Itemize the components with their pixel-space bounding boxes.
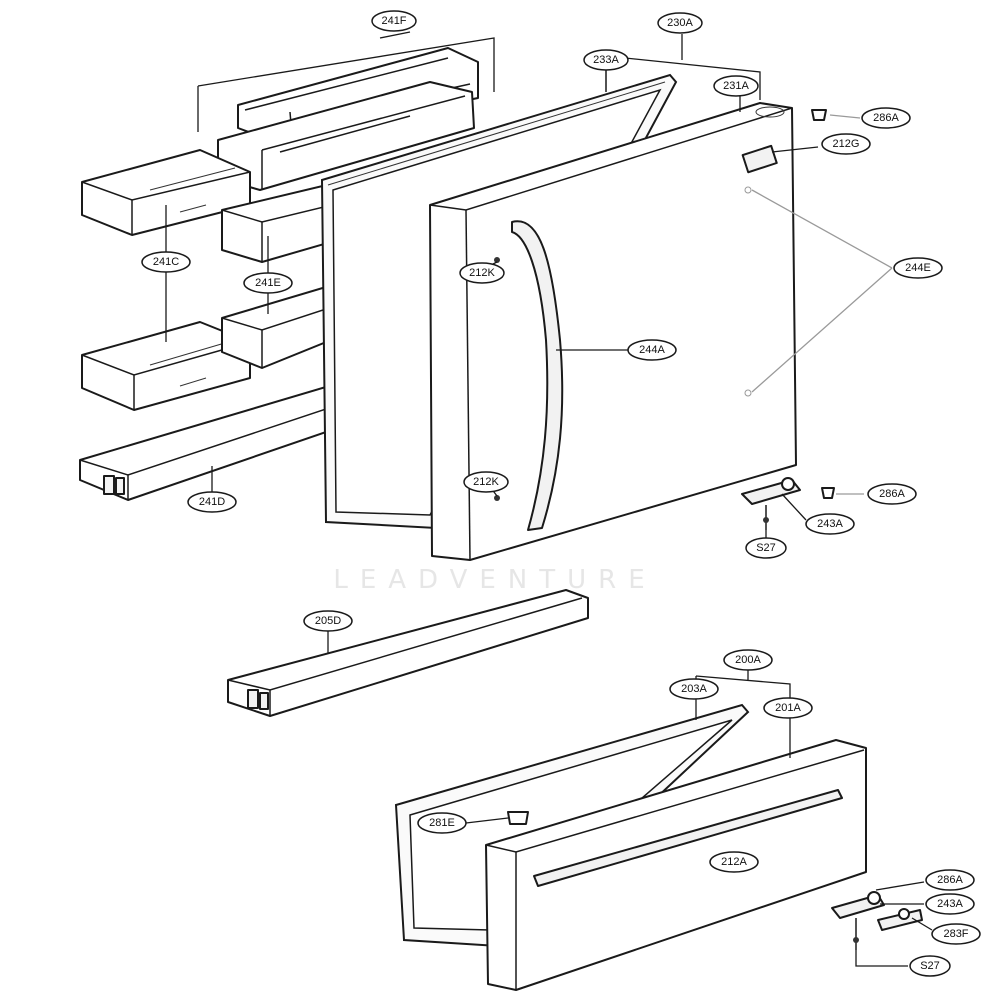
callout-241C: 241C	[141, 251, 191, 273]
svg-text:203A: 203A	[681, 683, 707, 695]
svg-text:243A: 243A	[817, 518, 843, 530]
svg-text:286A: 286A	[879, 488, 905, 500]
callout-201A: 201A	[763, 697, 813, 719]
cap-286A-mid	[821, 487, 835, 499]
svg-text:241D: 241D	[199, 496, 225, 508]
door-bin-205D	[227, 589, 589, 717]
svg-text:212A: 212A	[721, 856, 747, 868]
svg-text:205D: 205D	[315, 615, 341, 627]
svg-text:201A: 201A	[775, 702, 801, 714]
screw-212K-lower	[494, 495, 500, 501]
callout-281E: 281E	[417, 812, 467, 834]
screw-212K-upper	[494, 257, 500, 263]
freezer-handle-212A	[533, 789, 843, 887]
callout-233A: 233A	[583, 49, 629, 71]
svg-text:244E: 244E	[905, 262, 931, 274]
callout-203A: 203A	[669, 678, 719, 700]
svg-text:286A: 286A	[937, 874, 963, 886]
svg-text:241C: 241C	[153, 256, 179, 268]
callout-212A: 212A	[709, 851, 759, 873]
callout-212G: 212G	[821, 133, 871, 155]
callout-286A-top: 286A	[861, 107, 911, 129]
svg-text:212G: 212G	[833, 138, 860, 150]
svg-text:S27: S27	[920, 960, 940, 972]
callout-241F: 241F	[371, 10, 417, 32]
svg-text:281E: 281E	[429, 817, 455, 829]
callout-244A: 244A	[627, 339, 677, 361]
callout-212K-top: 212K	[459, 262, 505, 284]
callout-283F: 283F	[931, 923, 981, 945]
callout-286A-bottom: 286A	[925, 869, 975, 891]
callout-244E: 244E	[893, 257, 943, 279]
svg-text:243A: 243A	[937, 898, 963, 910]
hinge-243A-bottom	[831, 891, 885, 919]
svg-text:231A: 231A	[723, 80, 749, 92]
fridge-door-231A	[429, 102, 797, 561]
bin-241C-upper	[81, 149, 251, 236]
cover-244E-upper	[744, 186, 752, 194]
svg-text:241E: 241E	[255, 277, 281, 289]
callout-243A-top: 243A	[805, 513, 855, 535]
callout-S27-bottom: S27	[909, 955, 951, 977]
callout-243A-bottom: 243A	[925, 893, 975, 915]
door-handle-244A	[511, 220, 564, 531]
screw-S27-bottom	[853, 918, 859, 950]
svg-text:244A: 244A	[639, 344, 665, 356]
svg-text:283F: 283F	[943, 928, 968, 940]
svg-text:233A: 233A	[593, 54, 619, 66]
freezer-door-201A	[485, 739, 867, 991]
svg-text:200A: 200A	[735, 654, 761, 666]
callout-241D: 241D	[187, 491, 237, 513]
callout-S27-top: S27	[745, 537, 787, 559]
cover-244E-lower	[744, 389, 752, 397]
callout-241E: 241E	[243, 272, 293, 294]
screw-S27-top	[763, 505, 769, 530]
svg-text:286A: 286A	[873, 112, 899, 124]
svg-text:212K: 212K	[469, 267, 495, 279]
callout-205D: 205D	[303, 610, 353, 632]
cam-283F	[877, 908, 923, 931]
svg-text:212K: 212K	[473, 476, 499, 488]
bin-241C-lower	[81, 321, 251, 411]
watermark-text: LEADVENTURE	[333, 565, 656, 595]
callout-231A: 231A	[713, 75, 759, 97]
callout-200A: 200A	[723, 649, 773, 671]
callout-286A-mid: 286A	[867, 483, 917, 505]
cap-281E	[507, 811, 529, 825]
svg-text:241F: 241F	[381, 15, 406, 27]
svg-text:230A: 230A	[667, 17, 693, 29]
callout-212K-bottom: 212K	[463, 471, 509, 493]
svg-text:S27: S27	[756, 542, 776, 554]
hinge-243A-top	[741, 477, 801, 505]
cap-286A-top	[811, 109, 827, 121]
callout-230A: 230A	[657, 12, 703, 34]
